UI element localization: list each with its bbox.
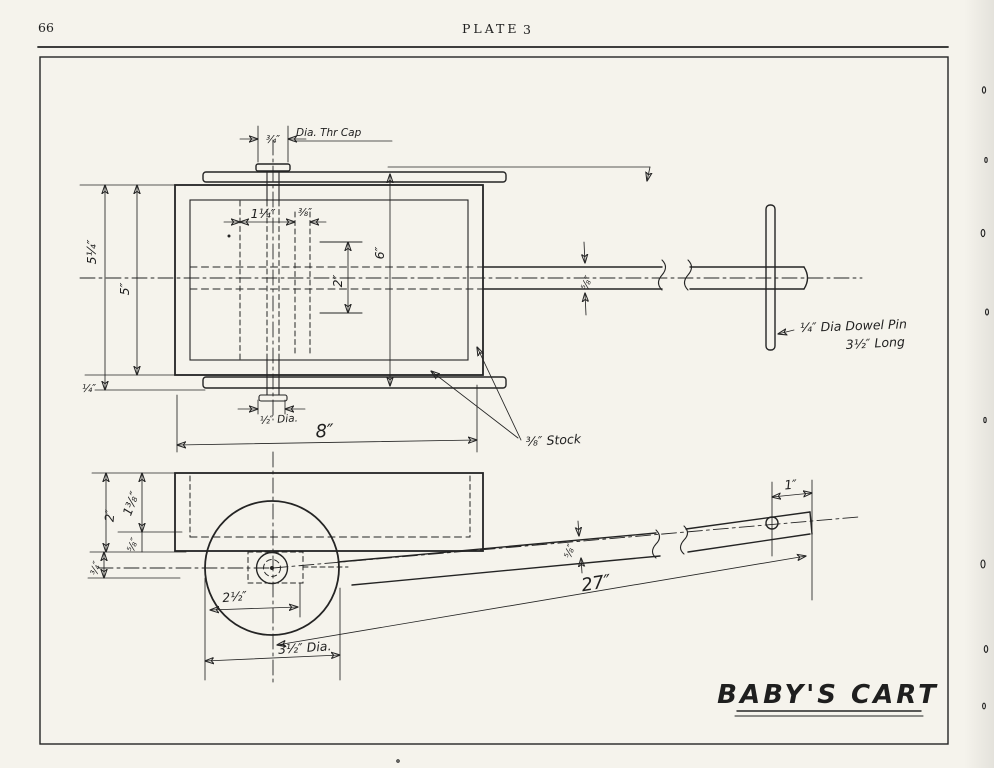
break-line	[679, 525, 689, 555]
dim-cleat-offset-label: 1¼″	[251, 206, 276, 221]
dowel-note-line2: 3½″ Long	[845, 334, 905, 352]
dim-rail-offset-label: ¼″	[82, 383, 96, 395]
title-block: BABY'S CART	[717, 680, 939, 717]
dim-upper-split-label: 1⅜″	[119, 489, 142, 518]
bottom-cleat	[202, 376, 507, 389]
cap-note-label: Dia. Thr Cap	[296, 127, 362, 139]
dim-cleat-position: 1¼″ ⅜″	[223, 206, 327, 222]
dim-handle-length: 27″	[277, 556, 806, 645]
ink-speck	[227, 234, 231, 238]
dim-body-length: 8″	[177, 384, 477, 453]
dim-wheel-span: 6″	[372, 166, 650, 386]
dim-axle-drop-label: ¾″	[88, 560, 103, 577]
plan-view	[79, 139, 863, 421]
dim-shaft-cleat: 2″	[330, 242, 348, 313]
axle	[266, 170, 280, 396]
dim-side-left: 2″ 1⅜″ ⅝″ ¾″	[87, 473, 187, 578]
dowel-pin	[765, 204, 776, 351]
page-header: 66 PLATE 3	[37, 20, 949, 48]
dim-shaft-cleat-label: 2″	[330, 274, 345, 287]
cart-body-inner-rails	[189, 199, 469, 361]
dim-wheel-span-label: 6″	[372, 246, 387, 259]
plate-word: PLATE	[462, 21, 520, 36]
page-number: 66	[38, 20, 54, 35]
top-cleat	[202, 171, 507, 183]
dim-cap: ¾″ Dia. Thr Cap	[239, 125, 393, 163]
body-side-outline	[174, 472, 484, 552]
drawing-title: BABY'S CART	[717, 680, 939, 710]
dim-hub-offset-label: 2½″	[222, 588, 248, 605]
handle-shaft	[482, 259, 809, 291]
shaft-end	[803, 266, 809, 290]
dim-height-inner-label: 5″	[117, 282, 132, 295]
break-line	[683, 259, 693, 291]
dowel-note: ¼″ Dia Dowel Pin 3½″ Long	[778, 316, 907, 352]
plate-frame	[39, 56, 949, 745]
stock-note: ⅜″ Stock	[431, 347, 582, 449]
dim-body-length-label: 8″	[315, 421, 335, 443]
dim-axle-dia-label: ½″ Dia.	[259, 412, 298, 427]
dim-cap-label: ¾″	[266, 134, 280, 146]
dim-axle-dia: ½″ Dia.	[237, 399, 306, 427]
dim-height-outer-label: 5¼″	[84, 239, 99, 264]
cart-body-outline	[174, 184, 484, 376]
dim-plan-left: 5¼″ 5″ ¼″	[79, 185, 206, 395]
dim-cleat-width-label: ⅜″	[298, 207, 312, 219]
scan-specks	[396, 86, 990, 763]
dim-pin-inset: 1″	[772, 476, 812, 601]
dim-handle-length-label: 27″	[580, 571, 613, 596]
stock-note-label: ⅜″ Stock	[525, 431, 582, 449]
dim-handle-dia-label: ⅝″	[562, 542, 578, 559]
dim-hub-offset: 2½″	[210, 588, 298, 610]
dim-wheel-dia: 3½″ Dia.	[205, 577, 340, 681]
dim-lower-split-label: ⅝″	[125, 536, 141, 553]
dowel-note-line1: ¼″ Dia Dowel Pin	[800, 316, 908, 335]
break-line	[657, 259, 667, 291]
dim-shaft-dia: ⅝″	[579, 241, 595, 316]
side-dimensions: 2″ 1⅜″ ⅝″ ¾″ ⅝″ 1″ 27″	[87, 473, 812, 681]
plan-dimensions: ¾″ Dia. Thr Cap 5¼″ 5″ ¼″ 1¼″	[79, 125, 907, 453]
dim-body-height-label: 2″	[101, 508, 117, 522]
dim-shaft-dia-label: ⅝″	[579, 274, 595, 291]
side-view	[97, 451, 859, 685]
dim-pin-inset-label: 1″	[784, 476, 798, 492]
plate-number: 3	[523, 22, 531, 37]
dim-wheel-dia-label: 3½″ Dia.	[278, 638, 332, 657]
